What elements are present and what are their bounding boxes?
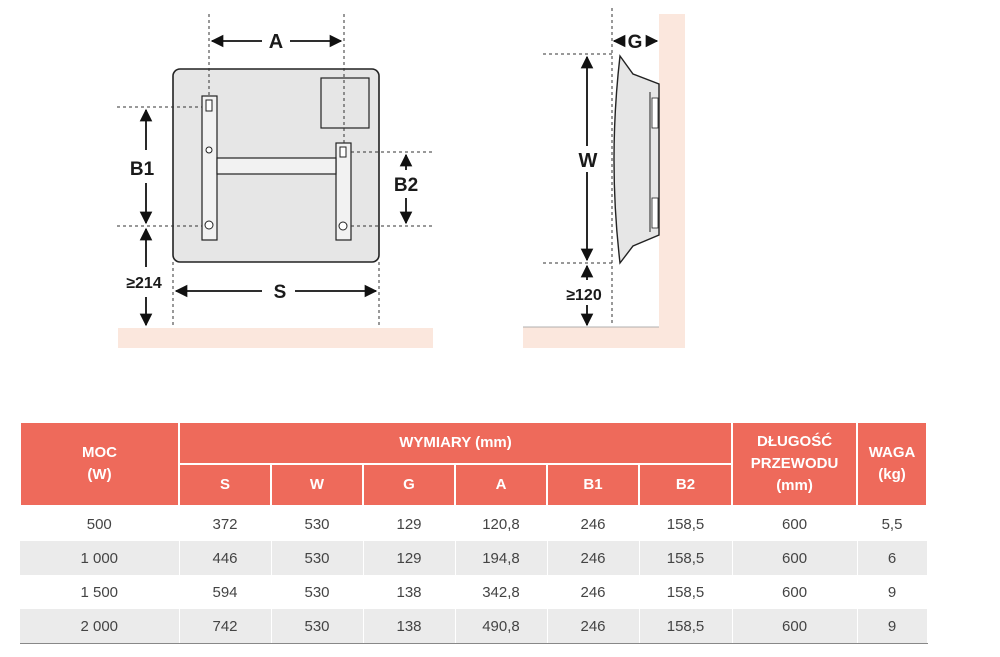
cell-b1: 246 xyxy=(547,575,640,609)
label-min-floor-front: ≥214 xyxy=(126,275,162,292)
cell-g: 129 xyxy=(363,541,456,575)
cell-g: 138 xyxy=(363,609,456,644)
subheader-b2: B2 xyxy=(637,463,734,507)
cell-s: 446 xyxy=(179,541,272,575)
cell-moc: 2 000 xyxy=(20,609,180,644)
cell-waga: 6 xyxy=(857,541,928,575)
specification-table: MOC (W) WYMIARY (mm) DŁUGOŚĆ PRZEWODU (m… xyxy=(19,421,929,644)
label-B1: B1 xyxy=(130,159,155,180)
subheader-w: W xyxy=(270,463,364,507)
cell-waga: 9 xyxy=(857,575,928,609)
cell-moc: 1 500 xyxy=(20,575,180,609)
table-row: 500 372 530 129 120,8 246 158,5 600 5,5 xyxy=(20,506,928,541)
cell-s: 594 xyxy=(179,575,272,609)
label-W: W xyxy=(579,150,598,172)
floor-front xyxy=(118,328,433,348)
cell-w: 530 xyxy=(271,575,364,609)
header-waga: WAGA (kg) xyxy=(856,421,929,507)
header-wymiary: WYMIARY (mm) xyxy=(177,421,734,465)
cell-moc: 500 xyxy=(20,506,180,541)
cell-moc: 1 000 xyxy=(20,541,180,575)
cell-dlugosc: 600 xyxy=(732,575,858,609)
label-A: A xyxy=(269,31,283,53)
cell-waga: 5,5 xyxy=(857,506,928,541)
cell-g: 129 xyxy=(363,506,456,541)
header-dlugosc-przewodu: DŁUGOŚĆ PRZEWODU (mm) xyxy=(731,421,859,507)
cell-a: 194,8 xyxy=(455,541,548,575)
cell-b2: 158,5 xyxy=(639,506,733,541)
subheader-b1: B1 xyxy=(546,463,640,507)
label-min-floor-side: ≥120 xyxy=(566,287,602,304)
cell-w: 530 xyxy=(271,609,364,644)
cell-b2: 158,5 xyxy=(639,541,733,575)
label-B2: B2 xyxy=(394,175,418,196)
cell-b1: 246 xyxy=(547,506,640,541)
cell-b1: 246 xyxy=(547,609,640,644)
subheader-s: S xyxy=(178,463,272,507)
cell-dlugosc: 600 xyxy=(732,541,858,575)
cell-b2: 158,5 xyxy=(639,575,733,609)
heater-side-profile xyxy=(613,54,660,265)
label-G: G xyxy=(628,32,643,53)
bracket-left xyxy=(201,95,218,241)
cell-a: 342,8 xyxy=(455,575,548,609)
side-view: G W ≥120 xyxy=(523,8,685,348)
cell-s: 742 xyxy=(179,609,272,644)
header-moc: MOC (W) xyxy=(19,421,180,507)
cell-a: 120,8 xyxy=(455,506,548,541)
wall xyxy=(659,14,685,348)
control-box xyxy=(320,77,370,129)
dimension-drawing: A B1 ≥214 B2 S G W ≥120 xyxy=(117,8,685,348)
cell-a: 490,8 xyxy=(455,609,548,644)
cell-dlugosc: 600 xyxy=(732,609,858,644)
cell-w: 530 xyxy=(271,541,364,575)
subheader-g: G xyxy=(362,463,456,507)
cell-waga: 9 xyxy=(857,609,928,644)
subheader-a: A xyxy=(454,463,548,507)
cell-s: 372 xyxy=(179,506,272,541)
bracket-crossbar xyxy=(216,157,337,175)
cell-b1: 246 xyxy=(547,541,640,575)
table-row: 1 500 594 530 138 342,8 246 158,5 600 9 xyxy=(20,575,928,609)
floor-side xyxy=(523,327,685,348)
table-row: 1 000 446 530 129 194,8 246 158,5 600 6 xyxy=(20,541,928,575)
label-S: S xyxy=(274,282,287,303)
cell-b2: 158,5 xyxy=(639,609,733,644)
cell-g: 138 xyxy=(363,575,456,609)
front-view: A B1 ≥214 B2 S xyxy=(117,14,435,348)
cell-w: 530 xyxy=(271,506,364,541)
cell-dlugosc: 600 xyxy=(732,506,858,541)
table-row: 2 000 742 530 138 490,8 246 158,5 600 9 xyxy=(20,609,928,644)
